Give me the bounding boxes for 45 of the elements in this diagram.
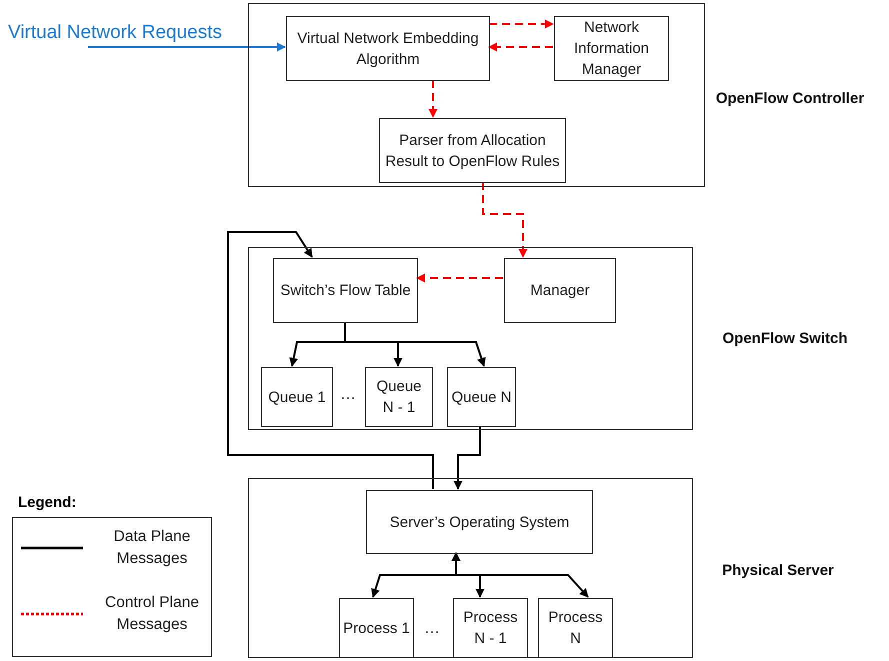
process-box	[453, 598, 528, 658]
process-box	[366, 490, 593, 554]
process-box	[447, 367, 516, 427]
box-text: Queue N	[450, 388, 513, 408]
legend-title: Legend:	[18, 494, 76, 511]
arrow	[482, 182, 528, 258]
group-label: OpenFlow Controller	[714, 90, 866, 107]
arrow	[416, 274, 503, 282]
legend-text: Control Plane Messages	[104, 593, 200, 636]
arrow	[428, 80, 438, 118]
process-box	[379, 118, 566, 183]
box-text: Process N - 1	[462, 608, 519, 649]
group-box	[248, 3, 705, 187]
arrow	[454, 426, 481, 490]
group-label: OpenFlow Switch	[721, 330, 848, 347]
box-text: Virtual Network Embedding Algorithm	[296, 28, 480, 70]
arrow	[488, 42, 553, 52]
ellipsis: …	[340, 386, 356, 404]
box-text: Network Information Manager	[572, 18, 650, 80]
box-text: Process N	[547, 608, 604, 649]
box-text: Parser from Allocation Result to OpenFlow Rules	[384, 130, 561, 172]
arrow	[88, 42, 286, 52]
process-box	[261, 367, 333, 427]
arrow	[227, 231, 434, 489]
legend-text: Data Plane Messages	[112, 527, 192, 570]
input-label: Virtual Network Requests	[8, 22, 248, 47]
box-text: Process 1	[342, 618, 411, 638]
box-text: Switch’s Flow Table	[279, 281, 412, 301]
group-label: Physical Server	[721, 562, 835, 579]
process-box	[339, 598, 414, 658]
process-box	[538, 598, 613, 658]
arrow	[452, 552, 589, 598]
process-box	[554, 16, 669, 81]
arrow	[489, 20, 554, 28]
box-text: Server’s Operating System	[388, 512, 570, 532]
box-text: Manager	[529, 281, 591, 301]
box-text: Queue 1	[267, 388, 327, 408]
ellipsis: …	[424, 620, 440, 638]
process-box	[504, 258, 616, 323]
box-text: Queue N - 1	[375, 377, 423, 418]
process-box	[273, 258, 418, 323]
process-box	[286, 16, 490, 81]
process-box	[365, 367, 433, 427]
group-box	[248, 478, 693, 658]
group-box	[248, 247, 693, 430]
